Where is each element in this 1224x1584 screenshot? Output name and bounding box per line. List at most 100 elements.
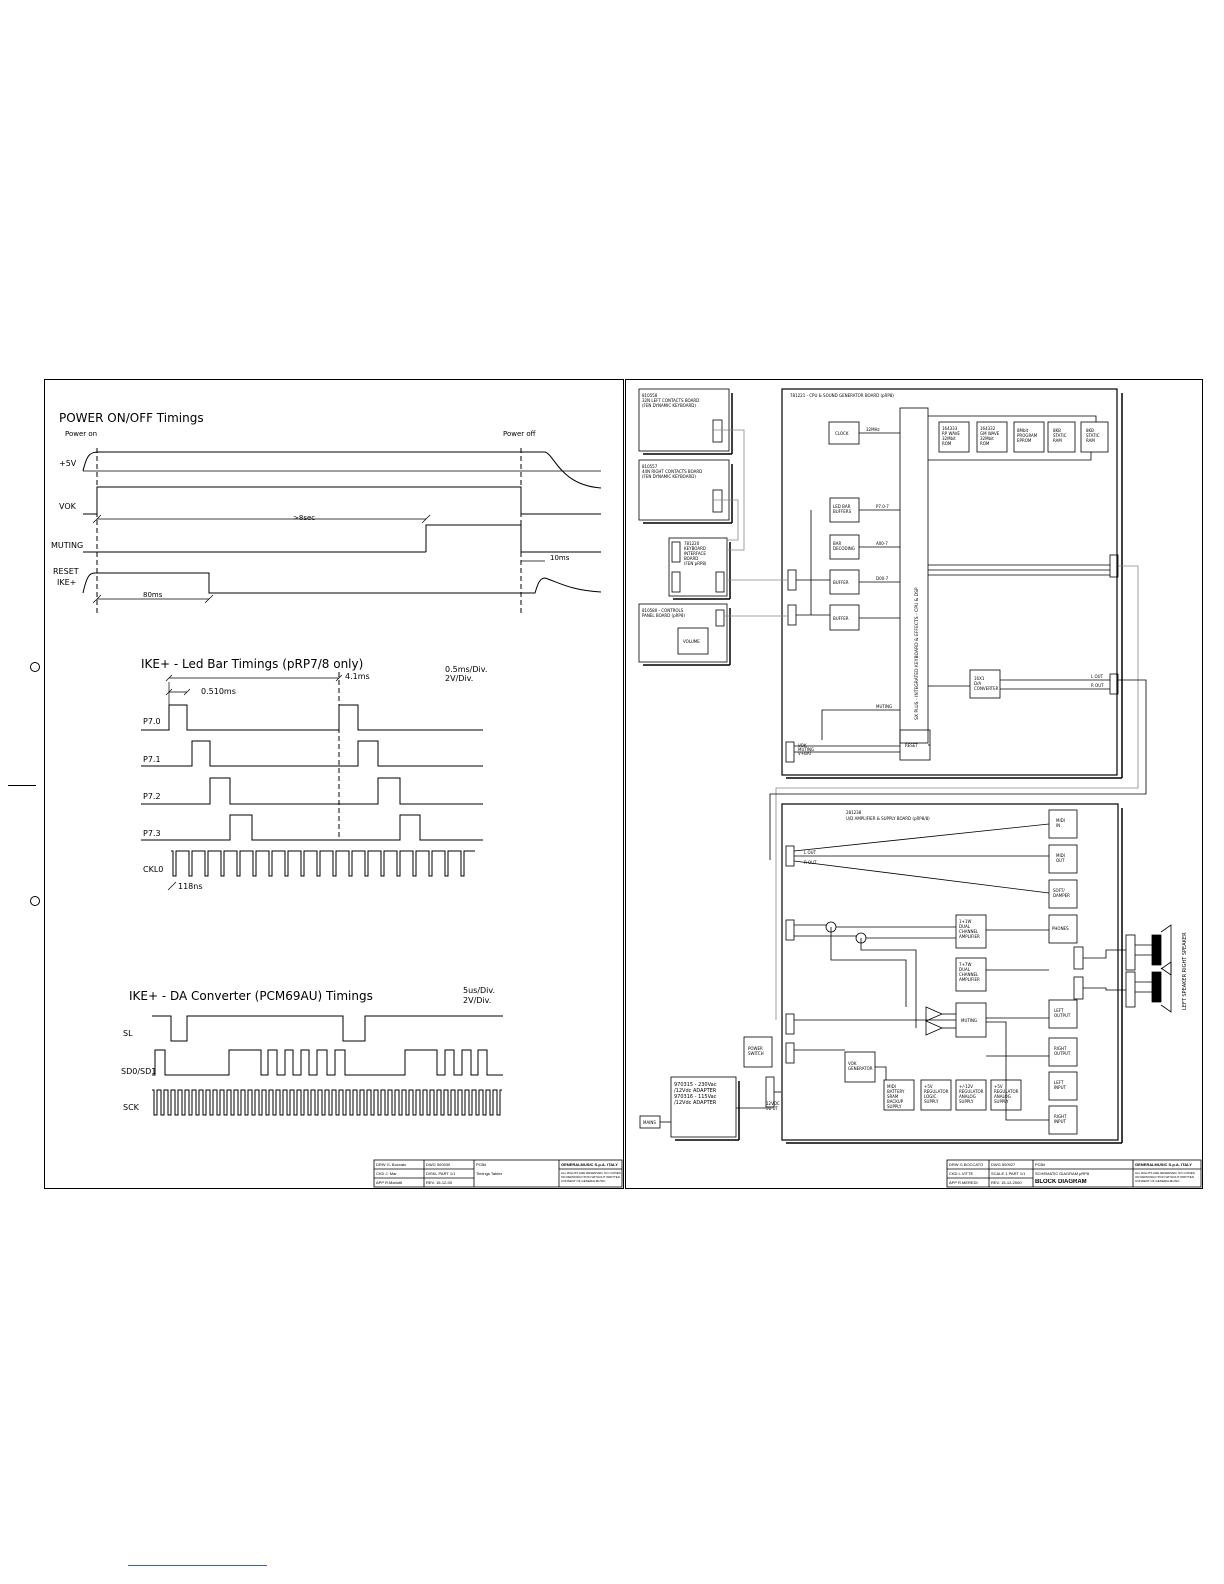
block-label: PROGRAM — [1017, 433, 1038, 438]
block-label: MIDI — [1056, 853, 1065, 858]
title-drw: DRW G.BOCCATO — [949, 1162, 984, 1167]
title-company: GENERALMUSIC S.p.A. ITALY — [561, 1162, 618, 1167]
block-label: SUPPLY — [924, 1099, 939, 1104]
signal-label: P7.2 — [143, 792, 161, 801]
block-label: CLOCK — [835, 431, 849, 436]
block-label: +/-12V — [959, 1084, 973, 1089]
block-label: PHONES — [1052, 926, 1069, 931]
block-label: STATIC — [1053, 433, 1067, 438]
duration-label: >8sec — [293, 514, 315, 522]
block-label: RP WAVE — [942, 431, 960, 436]
block-label: DAMPER — [1053, 893, 1070, 898]
board-label: (FEN DYNAMIC KEYBOARD) — [642, 474, 696, 479]
duration-label: 4.1ms — [345, 672, 370, 681]
signal-label: IKE+ — [57, 578, 76, 587]
block-label: LED BAR — [833, 504, 851, 509]
block-label: CHANNEL — [959, 929, 979, 934]
adapter-label: /12Vdc ADAPTER — [674, 1088, 717, 1094]
scale-label: 2V/Div. — [445, 674, 473, 683]
title-pcb: PCB# — [1035, 1162, 1046, 1167]
title-chk: CKD J. Mar — [376, 1171, 397, 1176]
block-label: AMPLIFIER — [959, 934, 980, 939]
block-label: +5V — [994, 1084, 1003, 1089]
signal-label: RESET — [53, 567, 79, 576]
signal-label: 32MHz — [866, 427, 880, 432]
signal-label: D00-7 — [876, 576, 889, 581]
signal-label: SCK — [123, 1103, 140, 1112]
block-label: IN — [1056, 823, 1060, 828]
board-label: (FEN pRP8) — [684, 561, 707, 566]
duration-label: 0.510ms — [201, 687, 236, 696]
board-label: BOARD — [684, 556, 698, 561]
board-label: 32N LEFT CONTACTS BOARD — [642, 398, 699, 403]
block-label: RAM — [1053, 438, 1062, 443]
block-label: INPUT — [1054, 1119, 1067, 1124]
amp-board-label: 281238 — [846, 810, 862, 815]
signal-label: L OUT — [804, 850, 817, 855]
signal-label: MUTING — [798, 747, 814, 752]
block-label: EPROM — [1017, 438, 1032, 443]
block-label: DECODING — [833, 546, 855, 551]
block-label: SWITCH — [748, 1051, 764, 1056]
signal-label: V+BAT — [798, 751, 812, 756]
block-label: SOFT/ — [1053, 888, 1065, 893]
signal-label: L OUT — [1091, 674, 1104, 679]
block-label: DUAL — [959, 924, 971, 929]
title-rev: REV. 15-12-00 — [426, 1180, 453, 1185]
block-label: LOGIC — [924, 1094, 937, 1099]
block-label: 8KB — [1086, 428, 1094, 433]
cpu-chip-label: SX PLUS - INTEGRATED KEYBOARD & EFFECTS … — [914, 587, 920, 720]
block-label: STATIC — [1086, 433, 1100, 438]
timings-drawing: POWER ON/OFF Timings Power on Power off … — [51, 411, 623, 1188]
block-label: 32Mbit — [980, 436, 994, 441]
block-label: OUT — [1056, 858, 1065, 863]
block-label: BAR — [833, 541, 841, 546]
signal-label: A00-7 — [876, 541, 888, 546]
adapter-label: 970315 - 230Vac — [674, 1082, 717, 1088]
duration-label: 10ms — [550, 554, 570, 562]
signal-label: VOK — [798, 743, 807, 748]
block-label: RIGHT — [1054, 1114, 1067, 1119]
block-label: MIDI — [1056, 818, 1065, 823]
signal-label: P7.3 — [143, 829, 161, 838]
block-label: RESET — [905, 743, 918, 748]
signal-label: R OUT — [1091, 683, 1104, 688]
title-note: ALL RIGHTS ARE RESERVED. NO COPIES OR RE… — [1135, 1171, 1195, 1183]
signal-label: P7.0-7 — [876, 504, 889, 509]
title-scale: DISKL PART 1/1 — [426, 1171, 456, 1176]
title-desc: Timings Tables — [476, 1171, 503, 1176]
block-label: LEFT — [1054, 1008, 1064, 1013]
title-note: ALL RIGHTS ARE RESERVED. NO COPIES OR RE… — [561, 1171, 621, 1183]
block-label: ANALOG — [959, 1094, 976, 1099]
adapter-label: /12Vdc ADAPTER — [674, 1100, 717, 1106]
signal-label: P7.1 — [143, 755, 161, 764]
block-label: BUFFERS — [833, 509, 852, 514]
block-label: ANALOG — [994, 1094, 1011, 1099]
signal-label: VOK — [59, 502, 77, 511]
block-label: INPUT — [766, 1106, 779, 1111]
block-label: 12VDC — [766, 1101, 780, 1106]
block-label: BUFFER — [833, 580, 849, 585]
da-timings-title: IKE+ - DA Converter (PCM69AU) Timings — [129, 989, 373, 1003]
title-drw: DRW G. Boccato — [376, 1162, 407, 1167]
footer-link-underline[interactable] — [128, 1565, 267, 1566]
board-label: 810558 — [642, 393, 658, 398]
margin-mark — [8, 785, 36, 786]
signal-label: P7.0 — [143, 717, 161, 726]
signal-label: SD0/SD1 — [121, 1067, 156, 1076]
ledbar-timings-title: IKE+ - Led Bar Timings (pRP7/8 only) — [141, 657, 363, 671]
title-company: GENERALMUSIC S.p.A. ITALY — [1135, 1162, 1192, 1167]
block-label: SUPPLY — [994, 1099, 1009, 1104]
board-label: 781220 — [684, 541, 700, 546]
board-label: (FEN DYNAMIC KEYBOARD) — [642, 403, 696, 408]
block-label: SRAM — [887, 1094, 899, 1099]
block-label: ROM — [942, 441, 952, 446]
block-label: 8KB — [1053, 428, 1061, 433]
signal-label: MUTING — [51, 541, 83, 550]
duration-label: 80ms — [143, 591, 163, 599]
block-label: CONVERTER — [974, 686, 999, 691]
block-label: VOK — [848, 1061, 857, 1066]
board-label: INTERFACE — [684, 551, 706, 556]
punch-hole — [30, 662, 40, 672]
block-diagram-sheet: 781221 - CPU & SOUND GENERATOR BOARD (pR… — [625, 379, 1203, 1189]
